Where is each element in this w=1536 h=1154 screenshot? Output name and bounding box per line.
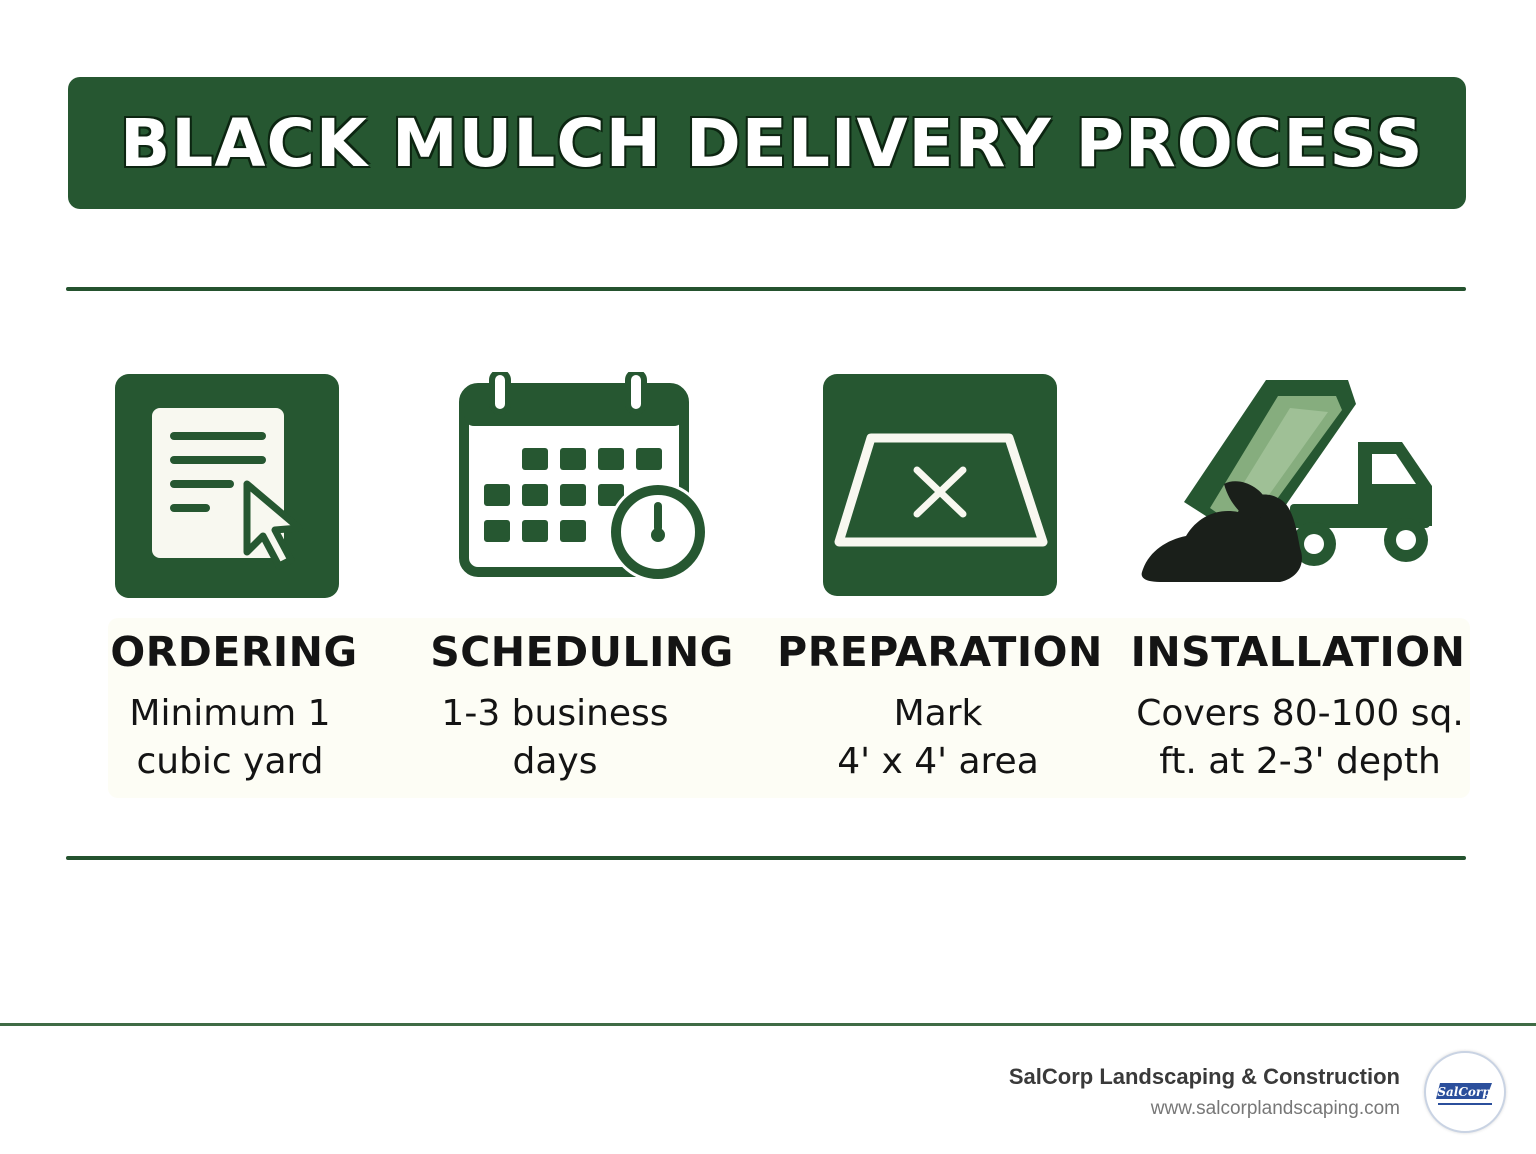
logo-text: SalCorp [1437, 1085, 1491, 1099]
step-desc-line: Mark [893, 693, 983, 734]
title-banner: BLACK MULCH DELIVERY PROCESS [68, 77, 1466, 209]
step-title-preparation: PREPARATION [777, 628, 1103, 676]
step-title-ordering: ORDERING [110, 628, 358, 676]
step-desc-ordering: Minimum 1 cubic yard [50, 690, 410, 786]
step-desc-line: days [512, 741, 598, 782]
dump-truck-icon [1141, 380, 1432, 582]
step-desc-line: 4' x 4' area [837, 741, 1039, 782]
step-desc-line: Covers 80-100 sq. [1136, 693, 1464, 734]
document-cursor-icon [115, 374, 339, 598]
step-title-scheduling: SCHEDULING [430, 628, 734, 676]
company-logo: SalCorp [1424, 1051, 1506, 1133]
salcorp-logo-icon: SalCorp [1436, 1083, 1492, 1105]
company-name: SalCorp Landscaping & Construction [1008, 1064, 1400, 1089]
marked-area-icon [823, 374, 1057, 596]
footer-divider [0, 1023, 1536, 1026]
step-title-installation: INSTALLATION [1130, 628, 1466, 676]
step-desc-line: ft. at 2-3' depth [1159, 741, 1441, 782]
steps-text-band [108, 618, 1470, 798]
step-desc-line: Minimum 1 [129, 693, 331, 734]
calendar-clock-icon [459, 372, 708, 582]
step-desc-line: 1-3 business [441, 693, 669, 734]
company-url[interactable]: www.salcorplandscaping.com [1150, 1098, 1400, 1119]
step-desc-installation: Covers 80-100 sq. ft. at 2-3' depth [1120, 690, 1480, 786]
top-divider [66, 287, 1466, 291]
step-desc-line: cubic yard [136, 741, 324, 782]
step-desc-scheduling: 1-3 business days [375, 690, 735, 786]
bottom-divider [66, 856, 1466, 860]
page-title: BLACK MULCH DELIVERY PROCESS [120, 104, 1424, 182]
step-desc-preparation: Mark 4' x 4' area [758, 690, 1118, 786]
